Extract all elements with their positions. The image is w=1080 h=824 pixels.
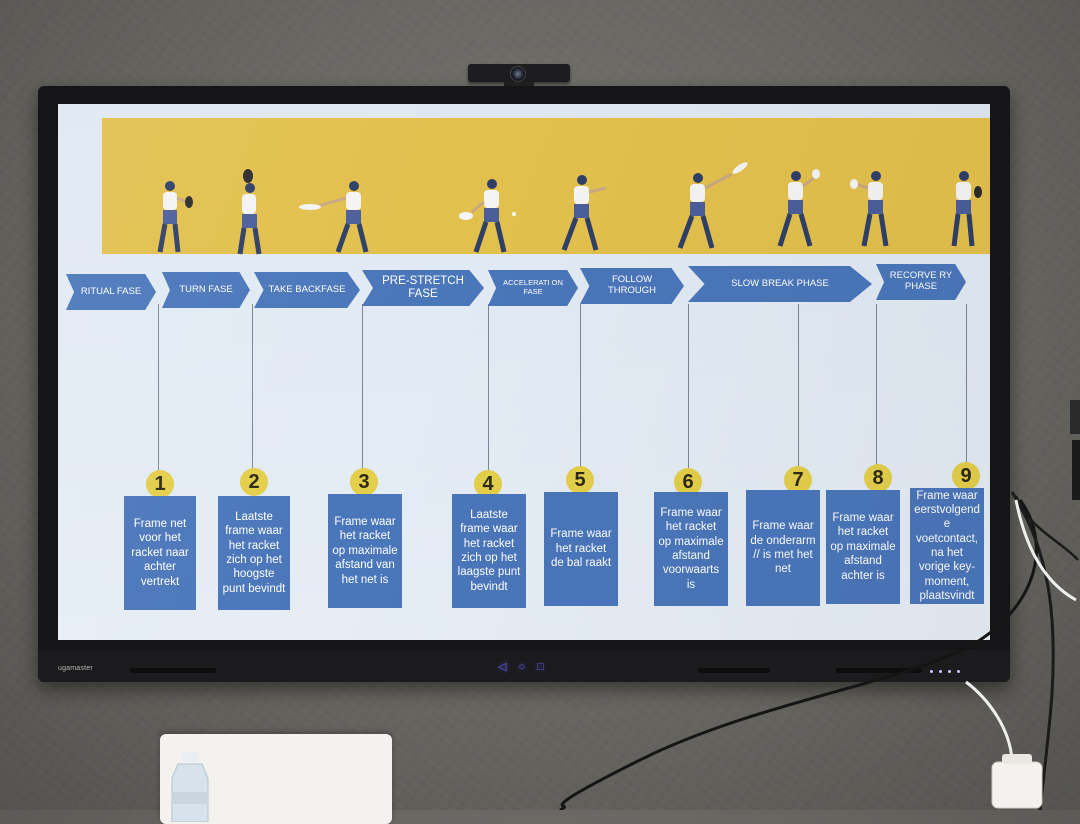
frame-badge-8: 8 <box>864 464 892 492</box>
speaker-grille-left <box>130 668 216 673</box>
speaker-grille-right <box>836 668 922 673</box>
frame-badge-5: 5 <box>566 466 594 494</box>
phase-arrow-slow-break: SLOW BREAK PHASE <box>688 266 872 302</box>
player-figure-3 <box>299 181 369 253</box>
phase-arrow-take-back: TAKE BACKFASE <box>254 272 360 308</box>
frame-box-1: Frame net voor het racket naar achter ve… <box>124 496 196 610</box>
frame-box-5: Frame waar het racket de bal raakt <box>544 492 618 606</box>
webcam-lens <box>510 66 526 82</box>
phase-arrow-pre-stretch: PRE-STRETCH FASE <box>362 270 484 306</box>
frame-box-6: Frame waar het racket op maximale afstan… <box>654 492 728 606</box>
connector-line-8 <box>876 304 877 470</box>
connector-line-1 <box>158 304 159 472</box>
frame-badge-4: 4 <box>474 470 502 498</box>
connector-line-2 <box>252 304 253 472</box>
back-icon[interactable]: ◁ <box>498 661 507 673</box>
phase-arrow-ritual: RITUAL FASE <box>66 274 156 310</box>
player-figure-8 <box>850 171 889 247</box>
player-figure-5 <box>561 175 607 251</box>
player-figure-6 <box>677 162 748 249</box>
frame-badge-7: 7 <box>784 466 812 494</box>
home-icon[interactable]: ○ <box>518 661 526 673</box>
player-figure-9 <box>951 171 982 247</box>
phase-arrow-follow-through: FOLLOW THROUGH <box>580 268 684 304</box>
connector-line-7 <box>798 304 799 470</box>
status-leds <box>930 670 960 673</box>
frame-box-4: Laatste frame waar het racket zich op he… <box>452 494 526 608</box>
player-figure-1 <box>157 181 193 253</box>
frame-box-8: Frame waar het racket op maximale afstan… <box>826 490 900 604</box>
phase-arrow-acceleration: ACCELERATI ON FASE <box>488 270 578 306</box>
power-adapter <box>991 754 1043 809</box>
connector-line-3 <box>362 304 363 472</box>
phase-arrow-turn: TURN FASE <box>162 272 250 308</box>
phase-arrow-recovery: RECORVE RY PHASE <box>876 264 966 300</box>
webcam <box>468 64 570 90</box>
frame-box-7: Frame waar de onderarm // is met het net <box>746 490 820 606</box>
player-figure-7 <box>777 169 820 247</box>
player-figure-4 <box>459 179 516 253</box>
frame-badge-9: 9 <box>952 462 980 490</box>
connector-line-5 <box>580 304 581 472</box>
frame-box-2: Laatste frame waar het racket zich op he… <box>218 496 290 610</box>
player-figure-2 <box>237 169 262 255</box>
connector-line-4 <box>488 304 489 472</box>
frame-badge-1: 1 <box>146 470 174 498</box>
touch-buttons: ◁ ○ □ <box>498 661 544 673</box>
recent-apps-icon[interactable]: □ <box>537 661 544 673</box>
frame-box-9: Frame waar eerstvolgend e voetcontact, n… <box>910 488 984 604</box>
monitor-brand: ugamaster <box>58 665 93 672</box>
water-bottle <box>171 752 209 822</box>
slide-screen: RITUAL FASE TURN FASE TAKE BACKFASE PRE-… <box>58 104 990 640</box>
frame-box-3: Frame waar het racket op maximale afstan… <box>328 494 402 608</box>
connector-line-9 <box>966 304 967 470</box>
frame-badge-3: 3 <box>350 468 378 496</box>
frame-badge-2: 2 <box>240 468 268 496</box>
speaker-grille-center <box>698 668 770 673</box>
connector-line-6 <box>688 304 689 472</box>
frame-badge-6: 6 <box>674 468 702 496</box>
